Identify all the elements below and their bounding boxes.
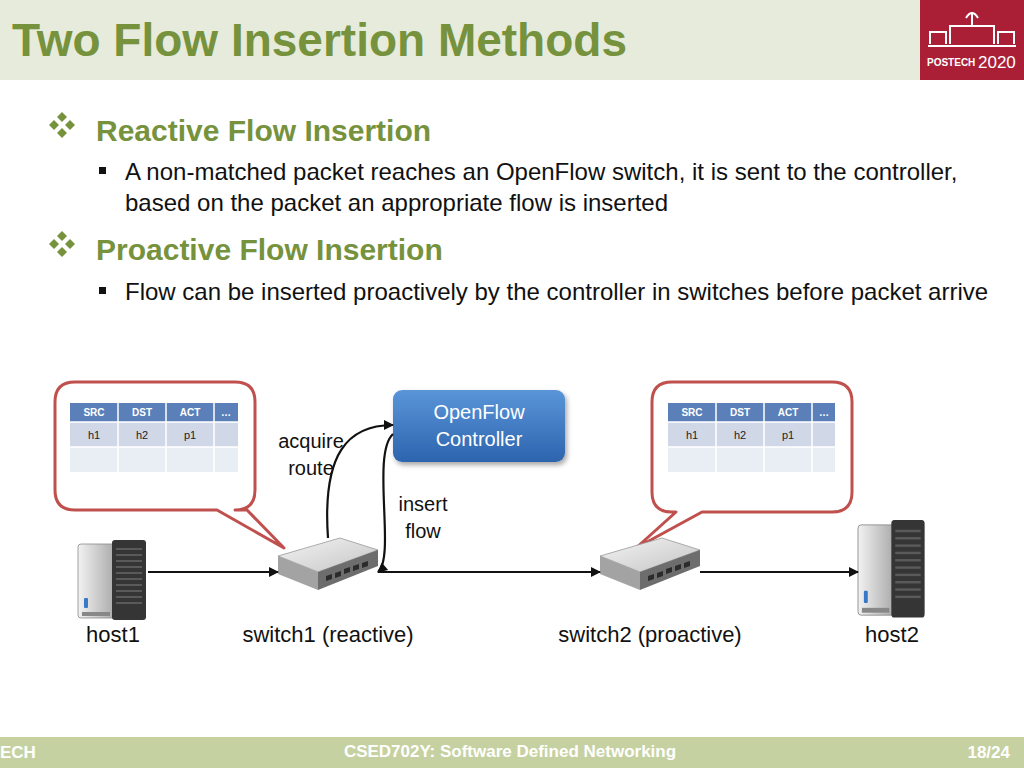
table-cell: p1 xyxy=(166,422,214,447)
footer-org: ECH xyxy=(0,742,36,764)
node-label: switch2 (proactive) xyxy=(525,622,775,648)
slide-title: Two Flow Insertion Methods xyxy=(12,14,627,66)
switch-node: switch2 (proactive) xyxy=(600,538,700,590)
sub-bullet xyxy=(99,287,106,294)
bullet-heading: Reactive Flow Insertion xyxy=(96,113,431,149)
connector-arrow xyxy=(378,434,393,572)
bullet-symbol xyxy=(49,231,75,257)
switch-icon xyxy=(278,538,378,590)
bullet-symbol xyxy=(49,112,75,138)
table-cell: h2 xyxy=(716,422,764,447)
switch-icon xyxy=(600,538,700,590)
host-node: host2 xyxy=(858,520,926,618)
logo-text: POSTECH xyxy=(927,56,975,70)
node-label: host2 xyxy=(807,622,977,648)
node-label: switch1 (reactive) xyxy=(208,622,448,648)
connector-arrow xyxy=(148,571,278,573)
switch-node: switch1 (reactive) xyxy=(278,538,378,590)
bullet-text: A non-matched packet reaches an OpenFlow… xyxy=(125,156,1005,218)
table-cell: h1 xyxy=(668,422,716,447)
table-header-cell: DST xyxy=(118,403,166,422)
page-number: 18/24 xyxy=(930,742,1010,764)
table-cell: h1 xyxy=(70,422,118,447)
edge-label: insert flow xyxy=(388,491,458,545)
controller-box: OpenFlow Controller xyxy=(393,390,565,462)
footer-band xyxy=(0,737,1024,768)
callout-bubble xyxy=(636,382,852,548)
node-label: host1 xyxy=(28,622,198,648)
logo-block xyxy=(920,0,1024,80)
callout-bubble xyxy=(55,382,284,548)
host-node: host1 xyxy=(78,540,148,618)
table-header-cell: … xyxy=(812,403,836,422)
logo-emblem xyxy=(928,12,1016,46)
flow-table xyxy=(668,403,835,472)
node-label: OpenFlow Controller xyxy=(393,399,565,453)
edge-label: acquire route xyxy=(266,428,356,482)
logo-year: 2020 xyxy=(978,54,1016,72)
server-icon xyxy=(78,540,146,620)
server-icon xyxy=(858,520,925,618)
table-header-cell: … xyxy=(214,403,238,422)
table-header-cell: SRC xyxy=(70,403,118,422)
table-header-cell: SRC xyxy=(668,403,716,422)
connector-arrow xyxy=(700,571,858,573)
table-cell: p1 xyxy=(764,422,812,447)
table-cell: h2 xyxy=(118,422,166,447)
footer-course: CSED702Y: Software Defined Networking xyxy=(290,741,730,763)
header-band xyxy=(0,0,1024,80)
bullet-text: Flow can be inserted proactively by the … xyxy=(125,276,1005,307)
connector-arrow xyxy=(378,571,600,573)
table-header-cell: ACT xyxy=(166,403,214,422)
sub-bullet xyxy=(99,167,106,174)
bullet-heading: Proactive Flow Insertion xyxy=(96,232,443,268)
flow-table xyxy=(70,403,238,472)
table-header-cell: DST xyxy=(716,403,764,422)
table-header-cell: ACT xyxy=(764,403,812,422)
